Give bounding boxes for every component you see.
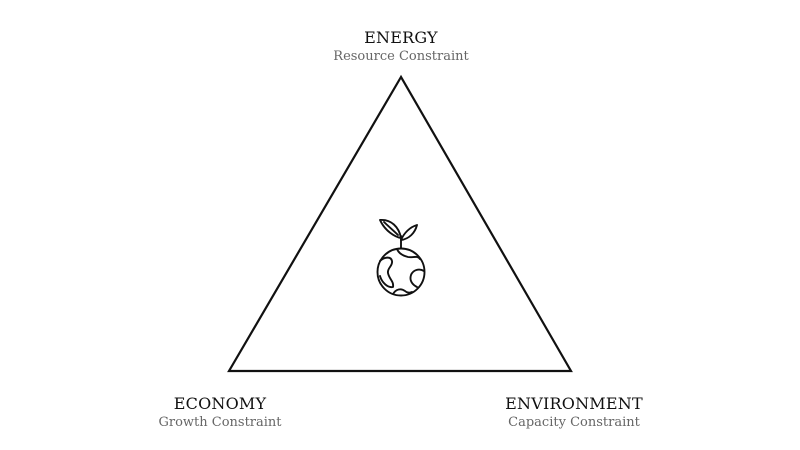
- globe-with-sprout-icon: [376, 219, 426, 297]
- economy-subtitle: Growth Constraint: [158, 415, 282, 430]
- sprout-left-leaf: [379, 219, 402, 239]
- trilemma-triangle: [227, 74, 573, 373]
- energy-subtitle: Resource Constraint: [333, 49, 469, 64]
- environment-node: ENVIRONMENT Capacity Constraint: [505, 394, 643, 431]
- globe-continent-right: [409, 268, 425, 288]
- sprout-right-leaf: [400, 224, 418, 241]
- economy-title: ECONOMY: [173, 394, 267, 413]
- energy-node: ENERGY Resource Constraint: [333, 28, 468, 65]
- economy-node: ECONOMY Growth Constraint: [158, 394, 281, 431]
- environment-title: ENVIRONMENT: [505, 394, 643, 413]
- globe-continent-left: [379, 256, 395, 289]
- globe-continent-top: [396, 248, 421, 260]
- globe-circle: [376, 247, 426, 297]
- sprout-left-leaf-vein: [383, 221, 399, 236]
- environment-subtitle: Capacity Constraint: [508, 415, 640, 430]
- energy-title: ENERGY: [364, 28, 438, 47]
- globe-continent-bottom: [392, 288, 413, 295]
